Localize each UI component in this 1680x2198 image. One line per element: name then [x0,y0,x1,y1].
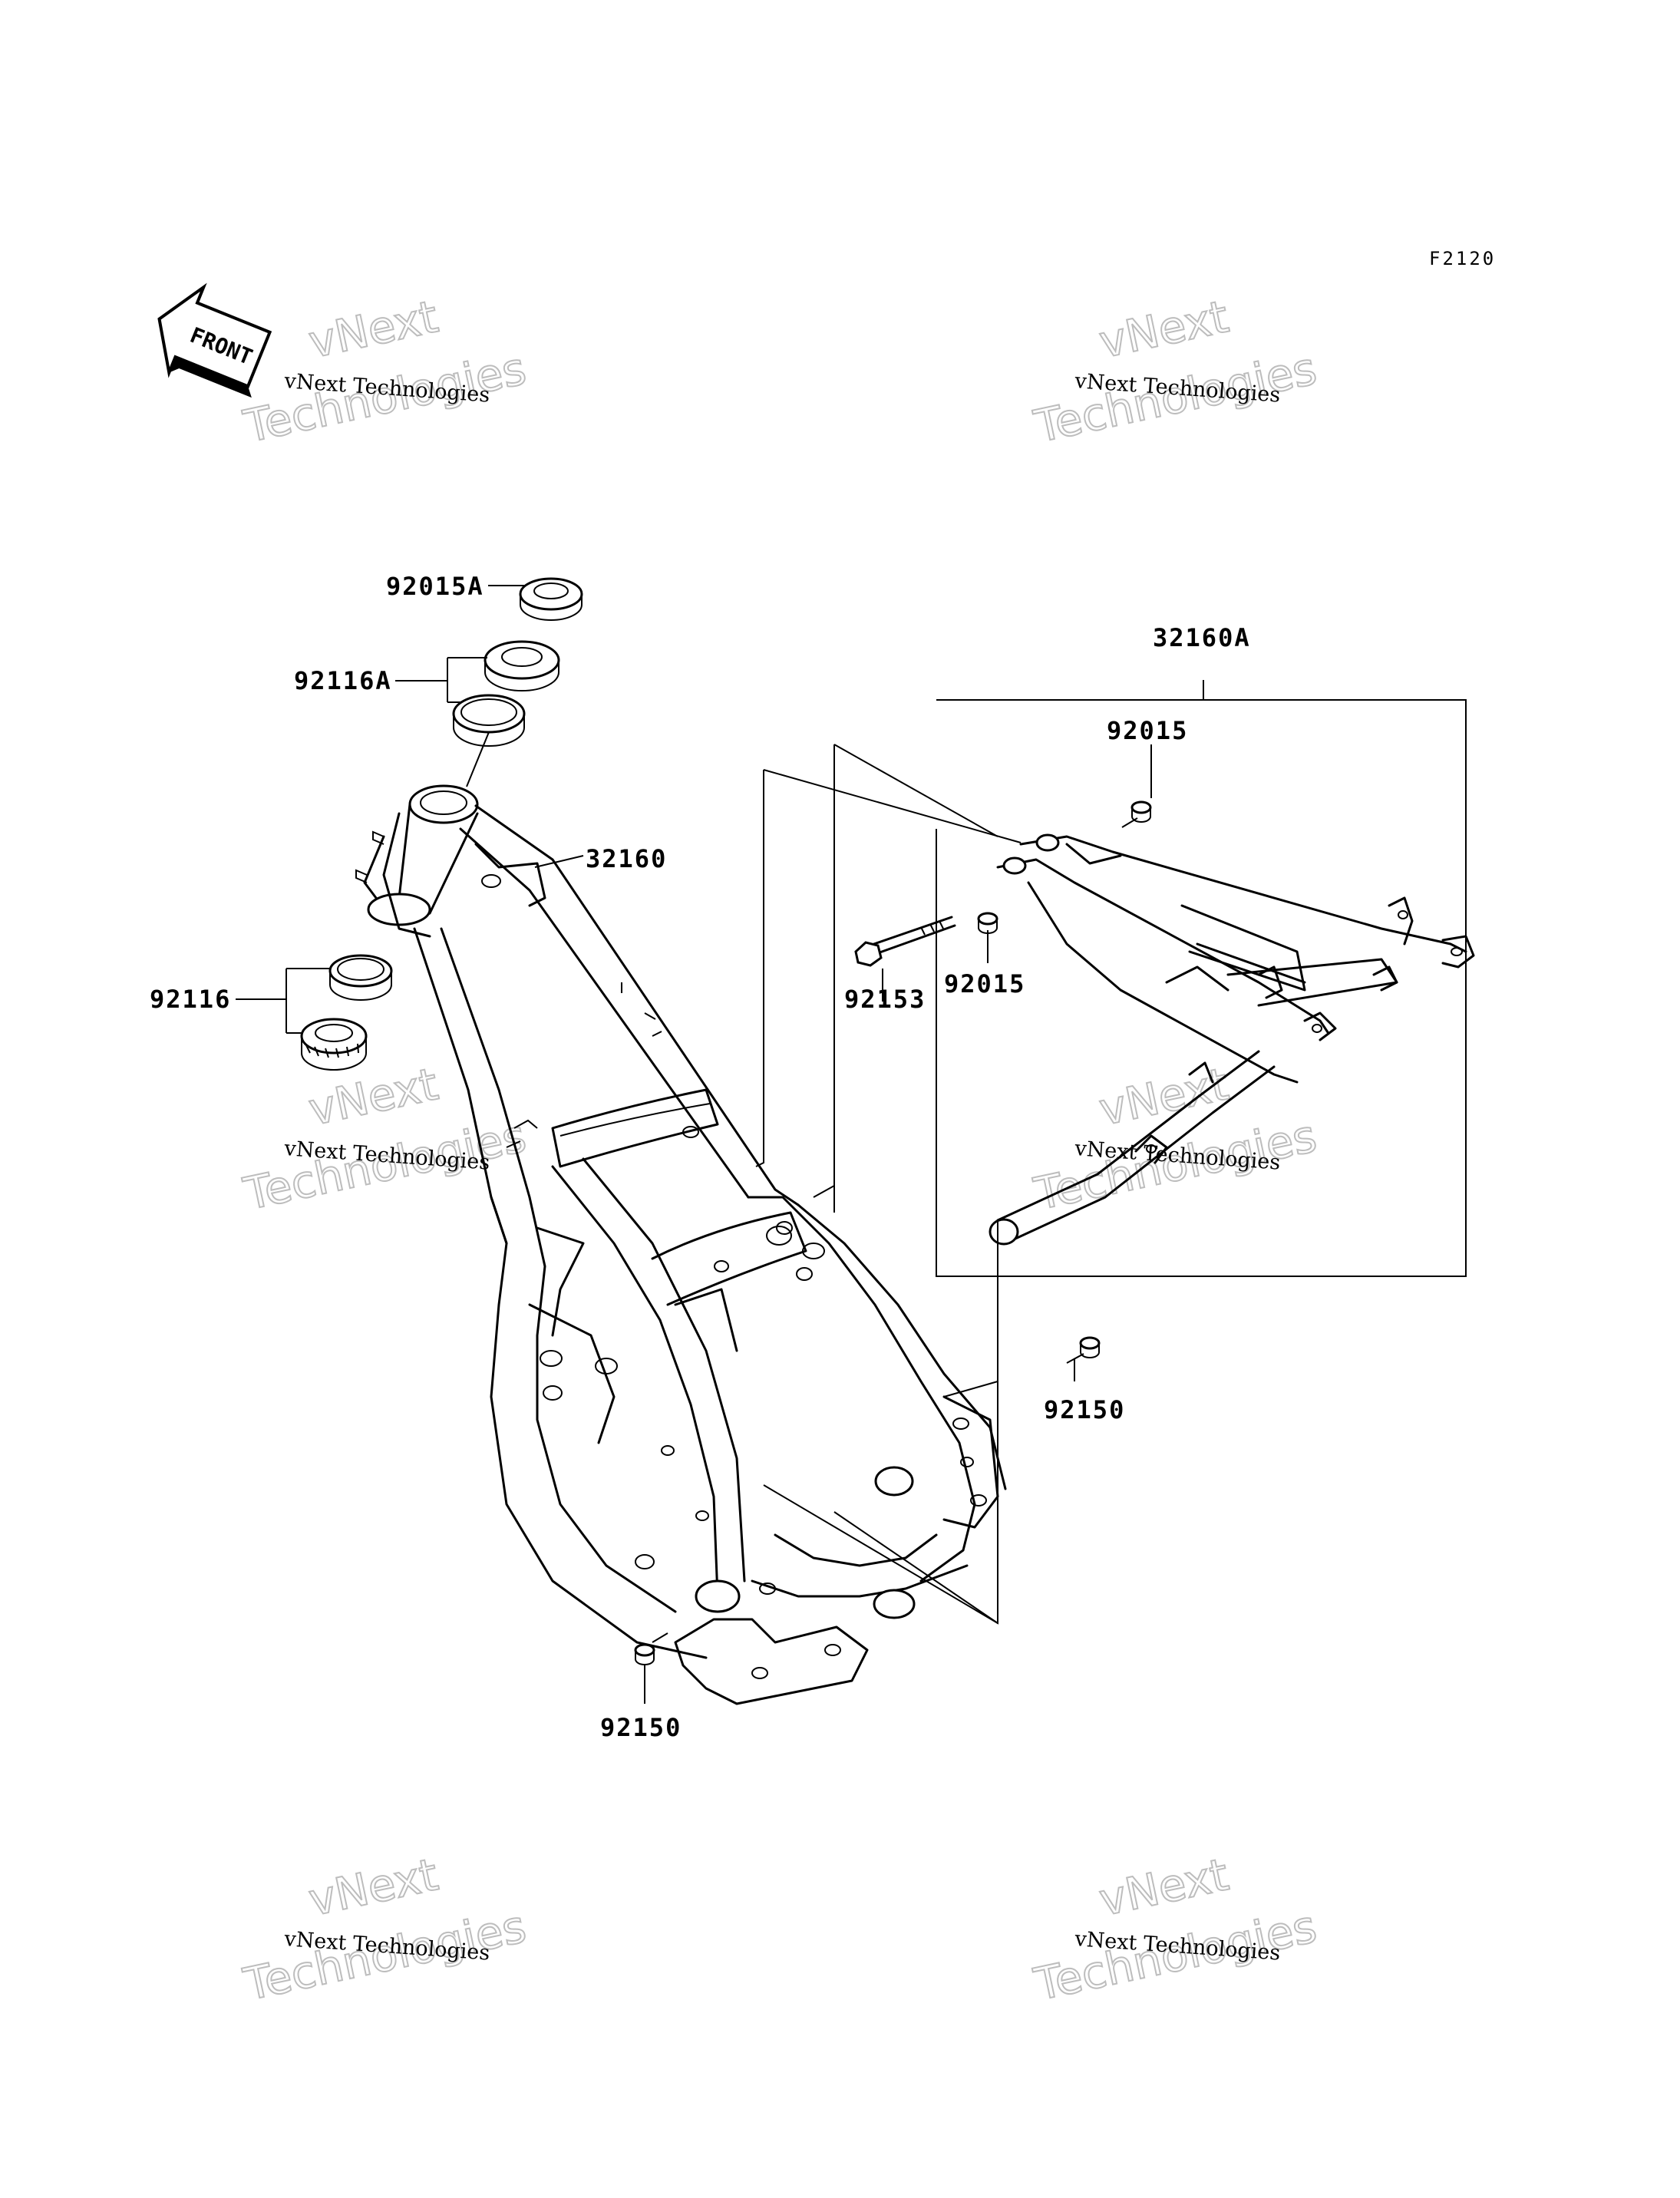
ref-code: F2120 [1429,248,1496,269]
main-frame [355,784,1007,1705]
upper-race [452,694,526,747]
callout-92015A: 92015A [386,572,484,601]
callout-92116: 92116 [150,985,231,1014]
callout-92150-right: 92150 [1044,1395,1125,1424]
watermark: vNext Technologies vNext Technologies [1029,1847,1322,2012]
watermark: vNext Technologies vNext Technologies [239,289,532,454]
callout-92015-mid: 92015 [944,969,1025,998]
bolt-92150-right [1066,1336,1101,1364]
lower-race [328,954,393,1001]
bolt-92015-mid [977,912,998,934]
watermark: vNext Technologies vNext Technologies [239,1057,532,1221]
callout-92150-bottom: 92150 [600,1713,682,1742]
bolt-92153 [854,916,956,967]
leader-lines [236,585,1467,1704]
svg-text:vNext: vNext [305,290,443,368]
upper-bearing [484,640,560,691]
svg-text:vNext: vNext [1095,290,1233,368]
callout-92015-top: 92015 [1107,716,1188,745]
bolt-92150-bottom [634,1632,668,1665]
callout-32160A: 32160A [1153,623,1251,652]
watermark: vNext Technologies vNext Technologies [239,1847,532,2012]
sub-frame [989,833,1475,1246]
callout-92153: 92153 [844,985,926,1014]
watermark: vNext Technologies vNext Technologies [1029,289,1322,454]
callout-32160: 32160 [586,844,667,873]
lower-bearing [300,1018,368,1071]
svg-text:vNext: vNext [1095,1848,1233,1926]
front-arrow-icon: FRONT [157,282,272,398]
steering-stem-nut [519,577,583,621]
watermark: vNext Technologies vNext Technologies [1029,1057,1322,1221]
svg-text:vNext: vNext [305,1848,443,1926]
callout-92116A: 92116A [294,666,392,695]
bolt-92015-top [1121,800,1152,828]
